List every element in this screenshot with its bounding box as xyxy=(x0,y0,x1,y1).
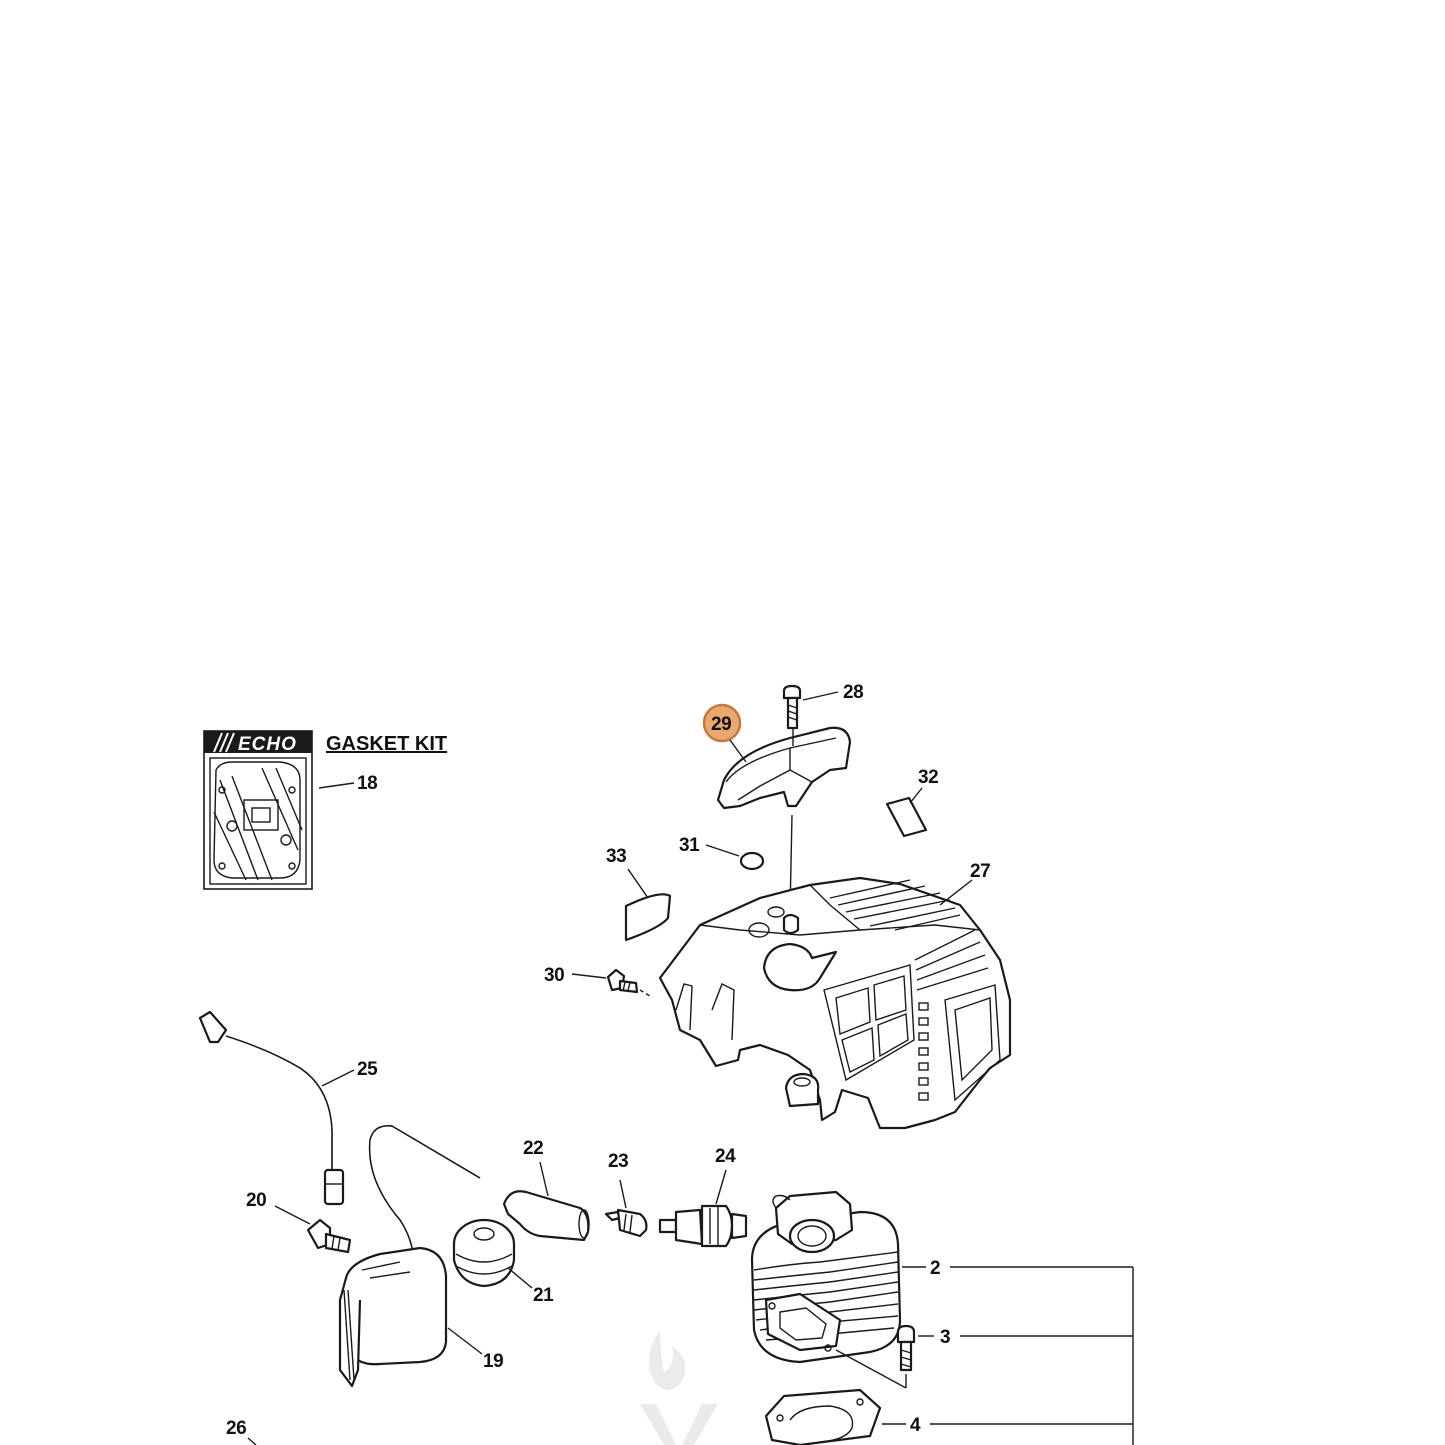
part-21-filter: 21 xyxy=(452,1218,555,1306)
callout-25[interactable]: 25 xyxy=(357,1059,379,1080)
cover-side-vents xyxy=(914,929,1001,1102)
gasket-kit-panel: ECHO GASKET KIT 18 xyxy=(203,730,447,890)
callout-19[interactable]: 19 xyxy=(483,1351,504,1372)
callout-20[interactable]: 20 xyxy=(246,1190,267,1211)
part-24-spark-plug: 24 xyxy=(658,1146,748,1248)
callout-28[interactable]: 28 xyxy=(843,682,864,703)
part-4-gasket: 4 xyxy=(764,1388,1133,1445)
part-25-ignition-wire: 25 xyxy=(198,1010,379,1206)
part-28-bolt: 28 xyxy=(782,682,864,730)
echo-logo-bar xyxy=(204,731,312,753)
part-31-cap: 31 xyxy=(679,835,765,871)
callout-21[interactable]: 21 xyxy=(533,1285,555,1306)
callout-4[interactable]: 4 xyxy=(910,1415,922,1436)
echo-logo-stripes xyxy=(213,732,235,753)
cover-vent-slots xyxy=(829,879,961,931)
part-20-bolt: 20 xyxy=(246,1190,352,1254)
callout-27[interactable]: 27 xyxy=(970,861,991,882)
gasket-kit-title: GASKET KIT xyxy=(326,733,447,755)
part-19-ignition-coil: 19 xyxy=(338,1125,504,1388)
callout-23[interactable]: 23 xyxy=(608,1151,629,1172)
echo-logo: ECHO xyxy=(238,734,297,755)
part-32-plate: 32 xyxy=(885,767,939,838)
callout-2[interactable]: 2 xyxy=(930,1258,941,1279)
callout-18[interactable]: 18 xyxy=(357,773,378,794)
part-29-top-cover xyxy=(716,726,852,810)
part-23-terminal: 23 xyxy=(604,1151,648,1238)
part-30-screw: 30 xyxy=(544,965,651,997)
callout-30[interactable]: 30 xyxy=(544,965,565,986)
callout-22[interactable]: 22 xyxy=(523,1138,544,1159)
callout-26[interactable]: 26 xyxy=(226,1418,247,1439)
callout-32[interactable]: 32 xyxy=(918,767,939,788)
callout-29[interactable]: 29 xyxy=(711,714,732,735)
callout-31[interactable]: 31 xyxy=(679,835,701,856)
watermark-logo xyxy=(640,1330,718,1445)
callout-3[interactable]: 3 xyxy=(940,1327,951,1348)
part-22-plug-boot: 22 xyxy=(502,1138,590,1242)
part-3-cylinder-bolt: 3 xyxy=(835,1324,1133,1389)
part-33-sticker: 33 xyxy=(606,846,672,942)
callout-29-highlight[interactable]: 29 xyxy=(702,703,747,763)
part-26-callout: 26 xyxy=(226,1418,257,1445)
cover-front-grille xyxy=(823,964,915,1082)
callout-33[interactable]: 33 xyxy=(606,846,627,867)
part-27-engine-cover: 27 xyxy=(658,861,1012,1130)
gasket-sheet-illustration xyxy=(209,757,307,885)
callout-24[interactable]: 24 xyxy=(715,1146,737,1167)
part-2-cylinder: 2 xyxy=(750,1190,1133,1364)
